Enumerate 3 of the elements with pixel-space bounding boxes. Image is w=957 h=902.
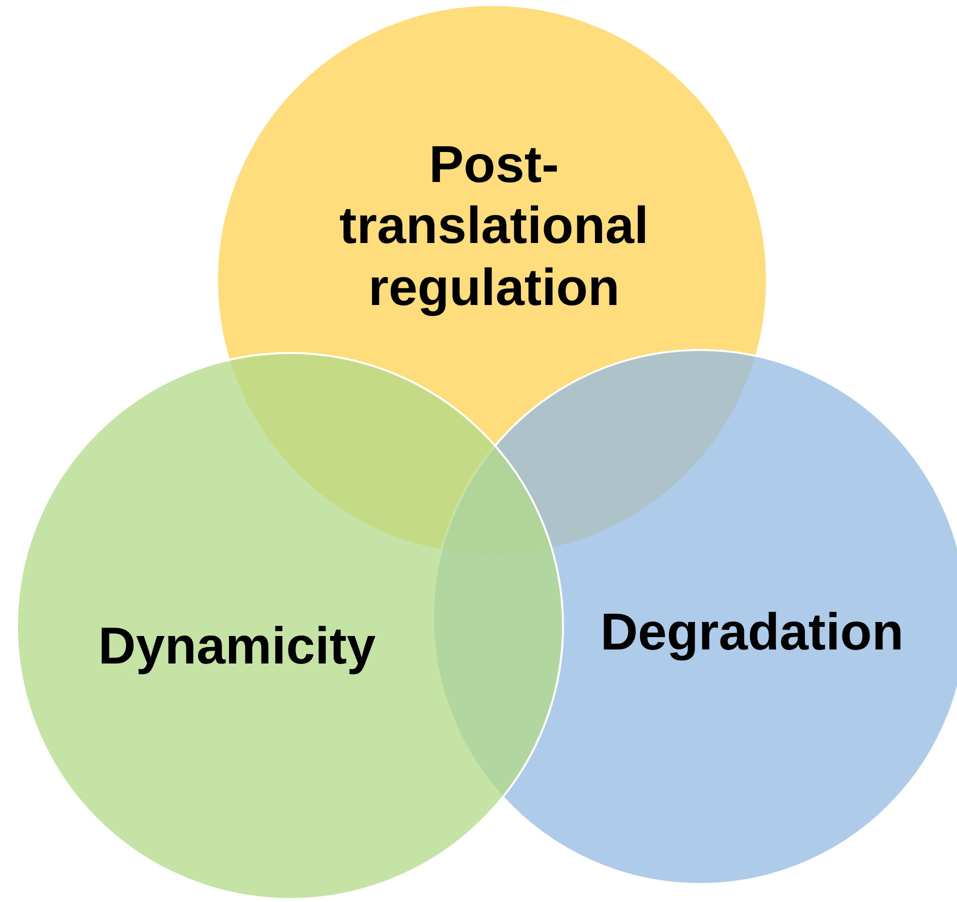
circle-label: Post-translational regulation	[338, 134, 650, 319]
circle-label: Degradation	[599, 602, 905, 664]
circle-label: Dynamicity	[97, 616, 377, 678]
